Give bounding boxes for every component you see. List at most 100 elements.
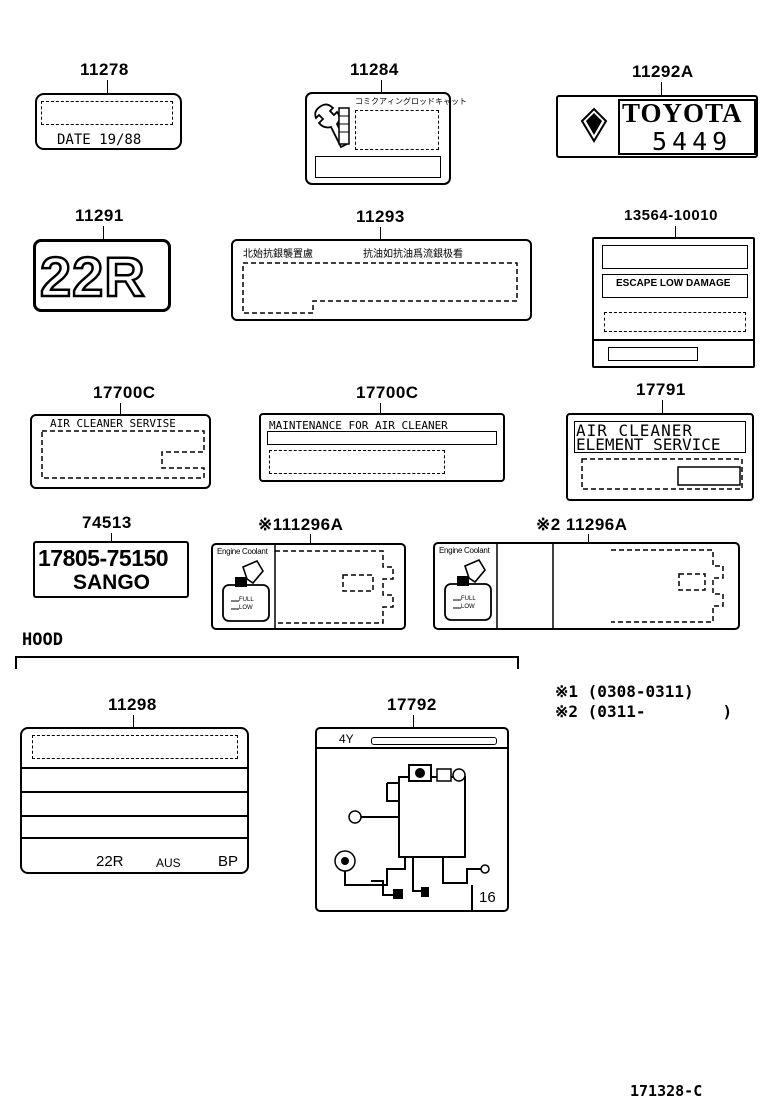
coolant-header-text: Engine Coolant — [439, 546, 490, 555]
leader-line — [675, 226, 676, 240]
leader-line — [661, 82, 662, 96]
note-1: ※1 (0308-0311) — [555, 682, 694, 701]
blank-field — [267, 431, 497, 445]
leader-line — [380, 227, 381, 241]
dashed-field — [269, 450, 445, 474]
dashed-field — [496, 544, 724, 628]
label-maintenance: MAINTENANCE FOR AIR CLEANER — [259, 413, 505, 482]
part-number-17700c-b: 17700C — [356, 383, 419, 402]
coolant-header-text: Engine Coolant — [217, 547, 268, 556]
note-2: ※2 (0311- ) — [555, 702, 733, 721]
sango-text: SANGO — [73, 571, 151, 594]
diamond-icon — [580, 107, 608, 143]
sango-part-number-text: 17805-75150 — [38, 545, 169, 571]
element-service-text: ELEMENT SERVICE — [576, 435, 721, 454]
dashed-field — [604, 312, 746, 332]
blank-field — [608, 347, 698, 361]
divider — [317, 747, 507, 749]
label-coolant-2: Engine Coolant FULL LOW — [433, 542, 740, 630]
jp-text-right: 抗油如抗油爲流銀极看 — [363, 249, 463, 260]
hood-bracket — [15, 656, 519, 669]
dashed-field — [581, 458, 743, 490]
dashed-field — [242, 262, 518, 314]
blank-field — [315, 156, 441, 178]
toyota-plate — [618, 99, 756, 155]
text-field — [602, 274, 748, 298]
part-number-11296a-2: ※2 11296A — [536, 515, 628, 534]
date-text: DATE 19/88 — [57, 132, 142, 148]
divider — [22, 837, 247, 839]
label-air-cleaner-servise: AIR CLEANER SERVISE — [30, 414, 211, 489]
code-text: 5449 — [652, 127, 733, 156]
part-number-111296a-1: ※111296A — [258, 515, 344, 534]
part-number-17792: 17792 — [387, 695, 437, 714]
low-text: LOW — [239, 605, 253, 611]
label-22r: 22R — [33, 239, 171, 312]
part-number-11278: 11278 — [80, 60, 129, 79]
coolant-bottle-icon — [444, 558, 492, 621]
figure-id: 171328-C — [630, 1082, 703, 1100]
engine-text: 22R — [39, 244, 146, 310]
label-sango: 17805-75150 SANGO — [33, 541, 189, 598]
text-frame — [574, 421, 746, 453]
divider — [594, 339, 753, 341]
leader-line — [107, 80, 108, 94]
part-number-11292a: 11292A — [632, 62, 694, 81]
part-number-13564-10010: 13564-10010 — [624, 207, 718, 224]
divider — [22, 767, 247, 769]
date-blank-field — [41, 101, 173, 125]
part-number-11284: 11284 — [350, 60, 399, 79]
leader-line — [103, 226, 104, 240]
code-text: BP — [218, 853, 239, 870]
jp-text-left: 北始抗銀襲置盧 — [243, 249, 313, 260]
hood-group-label: HOOD — [22, 630, 63, 650]
leader-line — [120, 403, 121, 417]
full-text: FULL — [239, 597, 254, 603]
leader-line — [381, 80, 382, 94]
label-vacuum-diagram: 4Y 16 — [315, 727, 509, 912]
part-number-17700c-a: 17700C — [93, 383, 156, 402]
part-number-11293: 11293 — [356, 207, 405, 226]
full-text: FULL — [461, 596, 476, 602]
escape-text: ESCAPE LOW DAMAGE — [616, 278, 731, 289]
label-escape: ESCAPE LOW DAMAGE — [592, 237, 755, 368]
label-toyota: TOYOTA 5449 — [556, 95, 758, 158]
low-text: LOW — [461, 604, 475, 610]
leader-line — [310, 534, 311, 544]
dashed-field — [274, 545, 394, 629]
leader-line — [133, 715, 134, 729]
label-date: DATE 19/88 — [35, 93, 182, 150]
wrench-icon — [314, 103, 350, 149]
engine-code-text: 22R — [96, 853, 124, 870]
leader-line — [588, 534, 589, 544]
label-22r-aus: 22R AUS BP — [20, 727, 249, 874]
toyota-text: TOYOTA — [622, 98, 743, 128]
dashed-field — [32, 735, 238, 759]
dashed-field — [41, 430, 205, 479]
divider — [22, 791, 247, 793]
coolant-bottle-icon — [222, 559, 270, 622]
part-number-17791: 17791 — [636, 380, 686, 399]
leader-line — [662, 400, 663, 414]
vacuum-hose-diagram — [334, 764, 490, 899]
air-cleaner-text: AIR CLEANER — [576, 421, 693, 440]
top-bar — [371, 737, 497, 745]
label-element-service: AIR CLEANER ELEMENT SERVICE — [566, 413, 754, 501]
model-text: 4Y — [339, 732, 354, 746]
leader-line — [413, 715, 414, 729]
air-cleaner-servise-text: AIR CLEANER SERVISE — [50, 417, 176, 430]
divider — [471, 885, 473, 911]
blank-field — [602, 245, 748, 269]
label-jp-notice: 北始抗銀襲置盧 抗油如抗油爲流銀极看 — [231, 239, 532, 321]
jp-label-text: コミクアィングロッドキャット — [355, 97, 467, 106]
label-coolant-1: Engine Coolant FULL LOW — [211, 543, 406, 630]
page-code-text: 16 — [479, 889, 496, 906]
leader-line — [380, 403, 381, 415]
blank-field — [355, 110, 439, 150]
leader-line — [111, 533, 112, 542]
maintenance-text: MAINTENANCE FOR AIR CLEANER — [269, 419, 448, 432]
label-wrench: コミクアィングロッドキャット — [305, 92, 467, 185]
part-number-11291: 11291 — [75, 206, 124, 225]
part-number-74513: 74513 — [82, 513, 132, 532]
divider — [22, 815, 247, 817]
